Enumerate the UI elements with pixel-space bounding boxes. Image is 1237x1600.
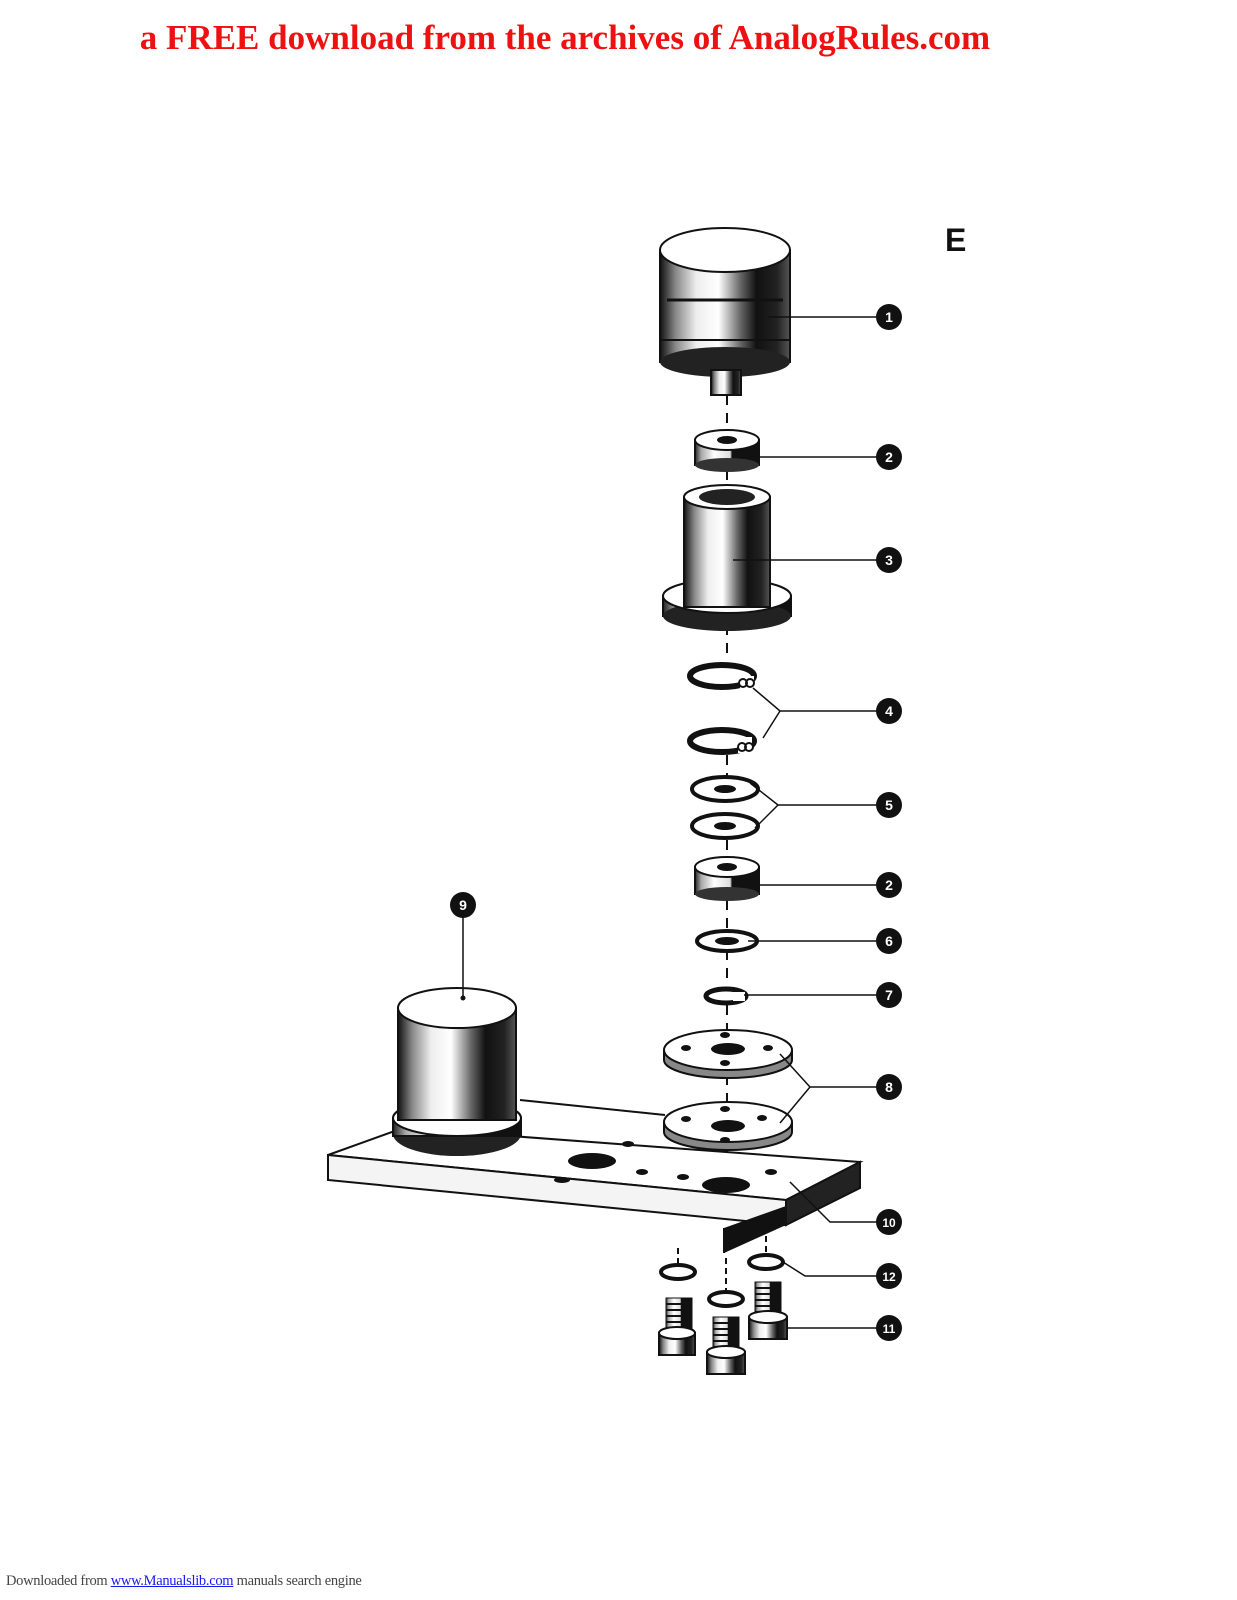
callout-label: 12: [882, 1270, 896, 1284]
callout-9: 9: [450, 892, 476, 918]
callout-label: 7: [885, 987, 893, 1003]
callout-12: 12: [876, 1263, 902, 1289]
section-letter: E: [945, 222, 967, 258]
part-3-sleeve: [662, 484, 792, 631]
callout-2-upper: 2: [876, 444, 902, 470]
callout-label: 6: [885, 933, 893, 949]
callout-5: 5: [876, 792, 902, 818]
part-8-plates: [663, 1029, 793, 1151]
callout-6: 6: [876, 928, 902, 954]
callout-label: 5: [885, 797, 893, 813]
part-2-bushing-lower: [694, 856, 760, 901]
footer-suffix: manuals search engine: [233, 1573, 362, 1589]
part-7-e-clip: [703, 986, 749, 1006]
footer: Downloaded from www.Manualslib.com manua…: [6, 1573, 362, 1590]
callout-1: 1: [876, 304, 902, 330]
manualslib-link[interactable]: www.Manualslib.com: [110, 1573, 234, 1589]
part-9-cylinder: [392, 987, 522, 1156]
callout-label: 2: [885, 877, 893, 893]
part-5-washers: [690, 775, 760, 840]
callout-4: 4: [876, 698, 902, 724]
footer-prefix: Downloaded from: [6, 1573, 111, 1589]
callout-3: 3: [876, 547, 902, 573]
part-11-screws: [658, 1236, 788, 1375]
callout-label: 2: [885, 449, 893, 465]
callout-7: 7: [876, 982, 902, 1008]
part-1-cap: [659, 227, 791, 396]
callout-label: 10: [882, 1216, 896, 1230]
part-2-bushing-upper: [694, 429, 760, 472]
callout-label: 1: [885, 309, 893, 325]
download-banner: a FREE download from the archives of Ana…: [139, 18, 991, 57]
part-4-circlips: [687, 662, 757, 755]
callout-8: 8: [876, 1074, 902, 1100]
callout-2-lower: 2: [876, 872, 902, 898]
leader-lines: [462, 316, 886, 1329]
callout-label: 8: [885, 1079, 893, 1095]
callout-10: 10: [876, 1209, 902, 1235]
callout-label: 3: [885, 552, 893, 568]
callout-label: 4: [885, 703, 893, 719]
callout-label: 9: [459, 897, 467, 913]
callout-11: 11: [876, 1315, 902, 1341]
callout-label: 11: [883, 1322, 896, 1336]
part-12-washers: [659, 1253, 785, 1308]
